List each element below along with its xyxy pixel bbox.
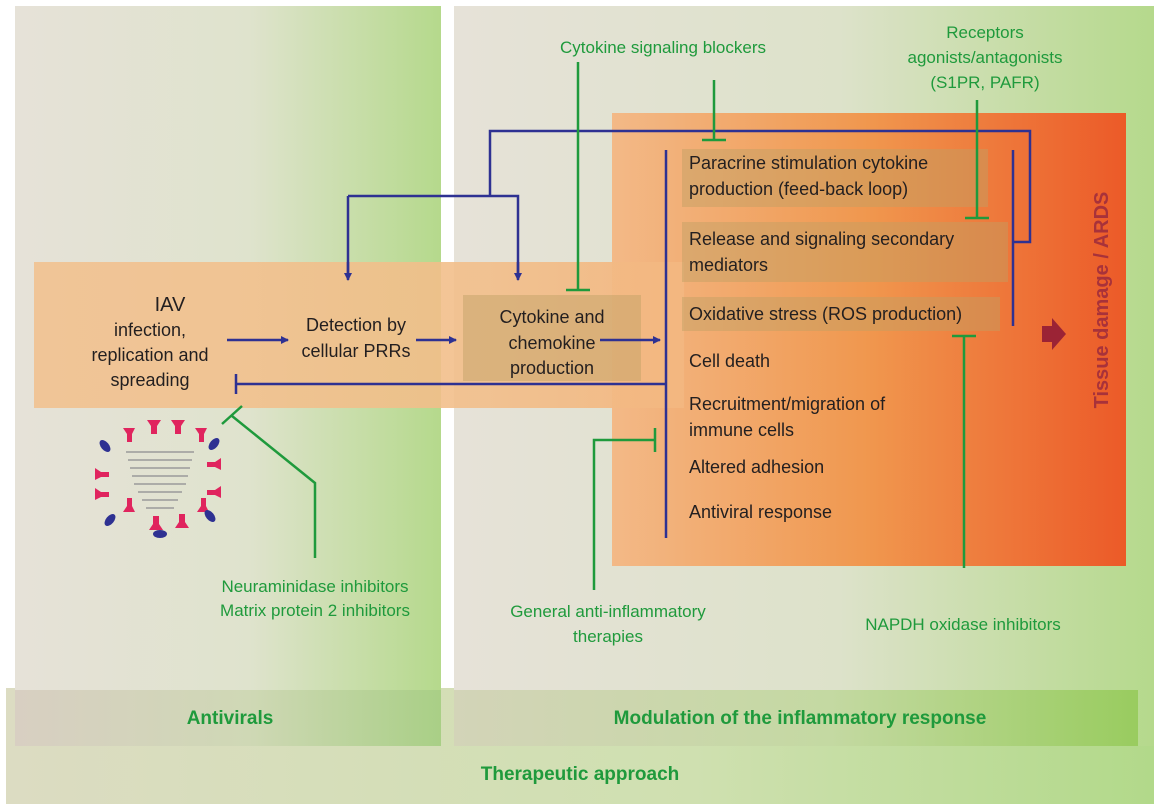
receptors-line3: (S1PR, PAFR) <box>930 73 1040 92</box>
antiviral-response: Antiviral response <box>689 502 833 522</box>
inhibit-cytokine-blockers <box>566 62 590 292</box>
cell-death: Cell death <box>689 351 771 371</box>
napdh-oxidase-inhibitors: NAPDH oxidase inhibitors <box>865 615 1061 634</box>
inhibit-general <box>592 428 657 590</box>
receptors-line2: agonists/antagonists <box>907 48 1063 67</box>
cytokine-line2: chemokine <box>508 333 596 353</box>
receptors-line1: Receptors <box>946 23 1024 42</box>
detection-line1: Detection by <box>305 315 407 335</box>
modulation-label: Modulation of the inflammatory response <box>613 708 987 729</box>
general-anti-inflammatory-line2: therapies <box>573 627 643 646</box>
cytokine-line3: production <box>509 358 595 378</box>
inflammation-zone <box>612 113 1126 566</box>
release-line1: Release and signaling secondary <box>689 229 955 249</box>
paracrine-line1: Paracrine stimulation cytokine <box>689 153 929 173</box>
release-box <box>682 222 1008 282</box>
iav-line2: replication and <box>91 345 209 365</box>
paracrine-box <box>682 149 988 207</box>
matrix-protein-inhibitors: Matrix protein 2 inhibitors <box>220 601 410 620</box>
antivirals-band <box>15 690 441 746</box>
oxidative-stress: Oxidative stress (ROS production) <box>689 304 963 324</box>
iav-line1: infection, <box>113 320 187 340</box>
virus-particle-icon <box>95 420 221 538</box>
outcome-arrow <box>1042 318 1066 350</box>
iav-line3: spreading <box>110 370 190 390</box>
altered-adhesion: Altered adhesion <box>689 457 825 477</box>
therapeutic-approach-label: Therapeutic approach <box>480 764 680 785</box>
cytokine-line1: Cytokine and <box>499 307 605 327</box>
modulation-band <box>454 690 1138 746</box>
paracrine-line2: production (feed-back loop) <box>689 179 909 199</box>
oxidative-box <box>682 297 1000 331</box>
inhibit-receptors <box>965 100 989 220</box>
iav-title: IAV <box>154 294 186 316</box>
recruitment-line1: Recruitment/migration of <box>689 394 886 414</box>
inhibit-antivirals <box>221 405 317 558</box>
inhibit-napdh <box>952 334 976 568</box>
release-line2: mediators <box>689 255 769 275</box>
general-anti-inflammatory-line1: General anti-inflammatory <box>510 602 706 621</box>
tissue-damage-label: Tissue damage / ARDS <box>1091 191 1113 409</box>
cytokine-box <box>463 295 641 381</box>
cytokine-signaling-blockers: Cytokine signaling blockers <box>560 38 766 57</box>
detection-line2: cellular PRRs <box>301 341 411 361</box>
inhibit-paracrine <box>702 80 726 142</box>
inhibit-iav-line <box>234 374 666 394</box>
recruitment-line2: immune cells <box>689 420 795 440</box>
feedback-loop <box>346 129 1032 326</box>
antivirals-label: Antivirals <box>186 708 274 729</box>
neuraminidase-inhibitors: Neuraminidase inhibitors <box>221 577 409 596</box>
